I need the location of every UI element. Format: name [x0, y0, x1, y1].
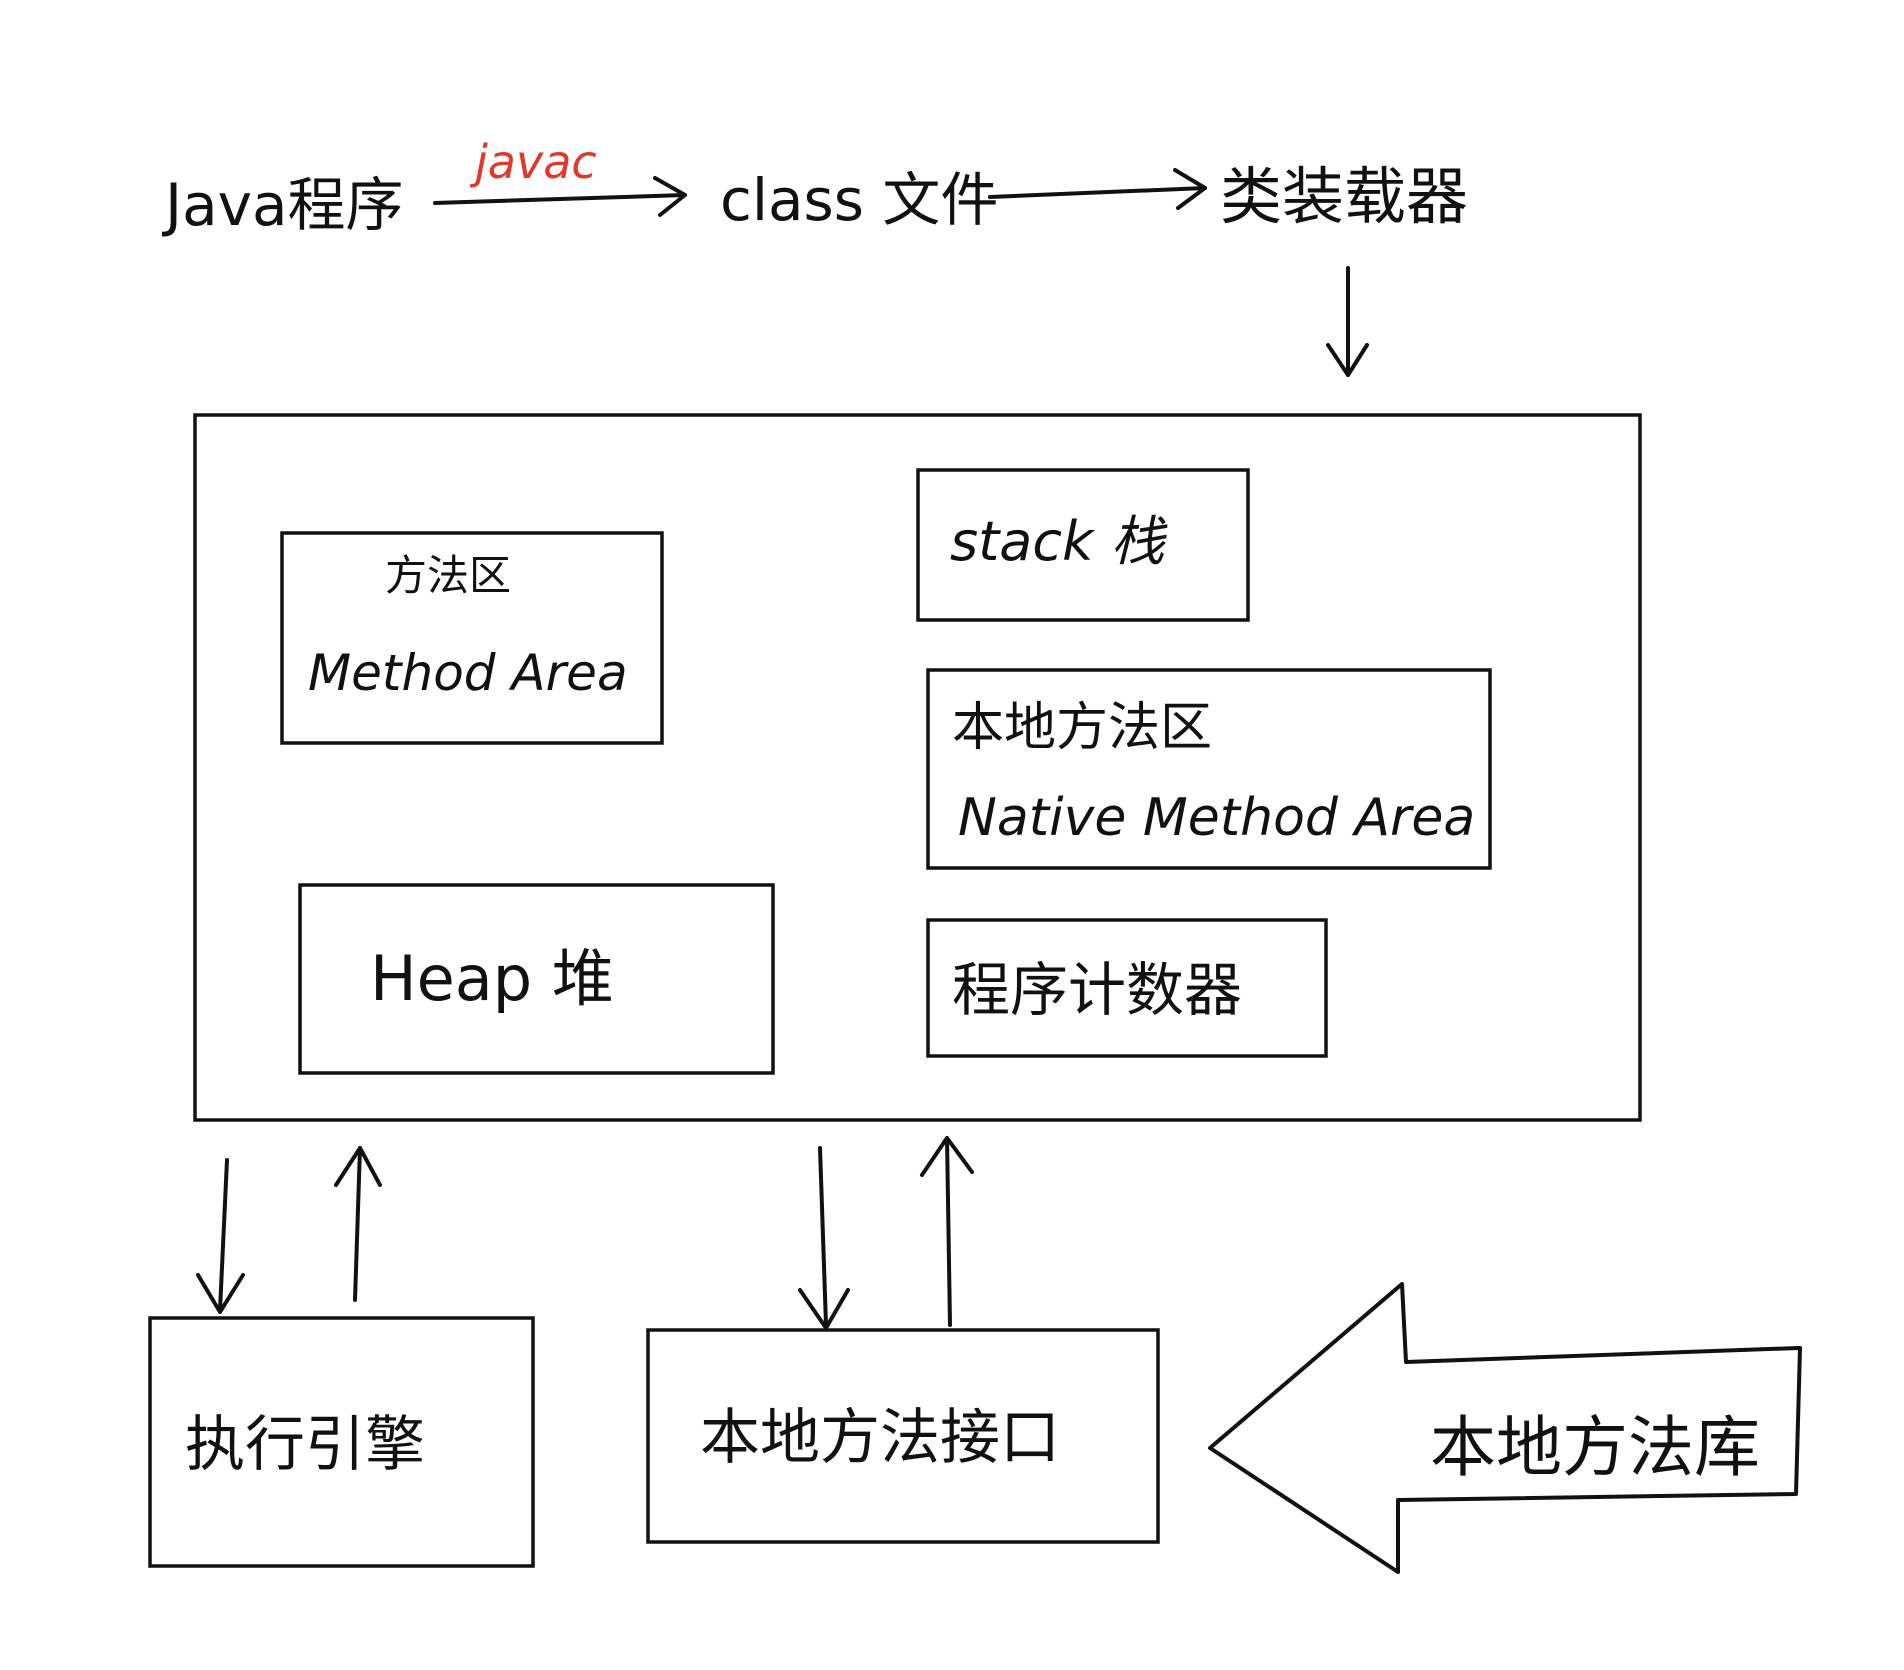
- method-area-cn-label: 方法区: [385, 551, 511, 600]
- arrow-runtime-to-engine: [196, 1158, 245, 1314]
- native-interface-label: 本地方法接口: [700, 1403, 1060, 1473]
- java-program-label: Java程序: [162, 171, 404, 239]
- arrow-class-to-loader: [988, 168, 1207, 210]
- native-library-label: 本地方法库: [1430, 1409, 1760, 1486]
- heap-box: [298, 883, 775, 1075]
- arrow-java-to-class: [433, 176, 687, 217]
- method-area-box: [280, 531, 664, 745]
- native-interface-box: [646, 1328, 1160, 1544]
- native-method-area-en-label: Native Method Area: [958, 788, 1475, 848]
- pc-register-box: [926, 918, 1328, 1058]
- javac-label: javac: [469, 135, 597, 189]
- native-method-area-cn-label: 本地方法区: [952, 698, 1212, 758]
- runtime-data-area-box: [193, 413, 1642, 1122]
- native-method-area-box: [926, 668, 1492, 870]
- execution-engine-box: [148, 1316, 535, 1568]
- heap-label: Heap 堆: [370, 942, 614, 1015]
- pc-register-label: 程序计数器: [952, 956, 1242, 1024]
- arrow-native-interface-to-runtime: [920, 1136, 974, 1327]
- execution-engine-label: 执行引擎: [185, 1410, 425, 1480]
- stack-label: stack 栈: [950, 510, 1168, 573]
- arrow-loader-down: [1326, 266, 1369, 377]
- class-loader-label: 类装载器: [1220, 160, 1468, 233]
- method-area-en-label: Method Area: [308, 644, 628, 702]
- stack-box: [916, 468, 1250, 622]
- native-library-arrow: [1208, 1282, 1802, 1574]
- arrow-engine-to-runtime: [334, 1146, 382, 1302]
- arrow-runtime-to-native-interface: [798, 1146, 850, 1330]
- class-file-label: class 文件: [720, 166, 998, 234]
